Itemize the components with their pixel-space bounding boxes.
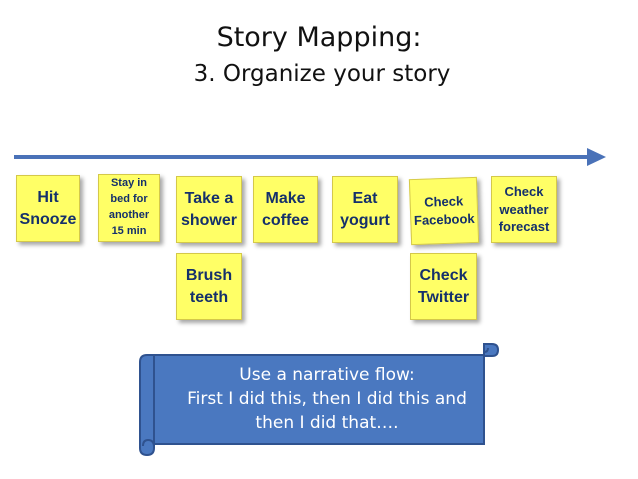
scroll-text: Use a narrative flow: First I did this, … [187, 365, 467, 433]
note-check-twitter: Check Twitter [410, 253, 477, 320]
note-eat-yogurt: Eat yogurt [332, 176, 398, 243]
note-brush-teeth: Brush teeth [176, 253, 242, 320]
note-stay-in-bed: Stay in bed for another 15 min [98, 174, 160, 242]
diagram-subtitle: 3. Organize your story [193, 61, 451, 87]
note-take-shower: Take a shower [176, 176, 242, 243]
diagram-title: Story Mapping: [216, 22, 422, 53]
note-hit-snooze: Hit Snooze [16, 175, 80, 242]
note-check-weather: Check weather forecast [491, 176, 557, 243]
note-make-coffee: Make coffee [253, 176, 318, 243]
